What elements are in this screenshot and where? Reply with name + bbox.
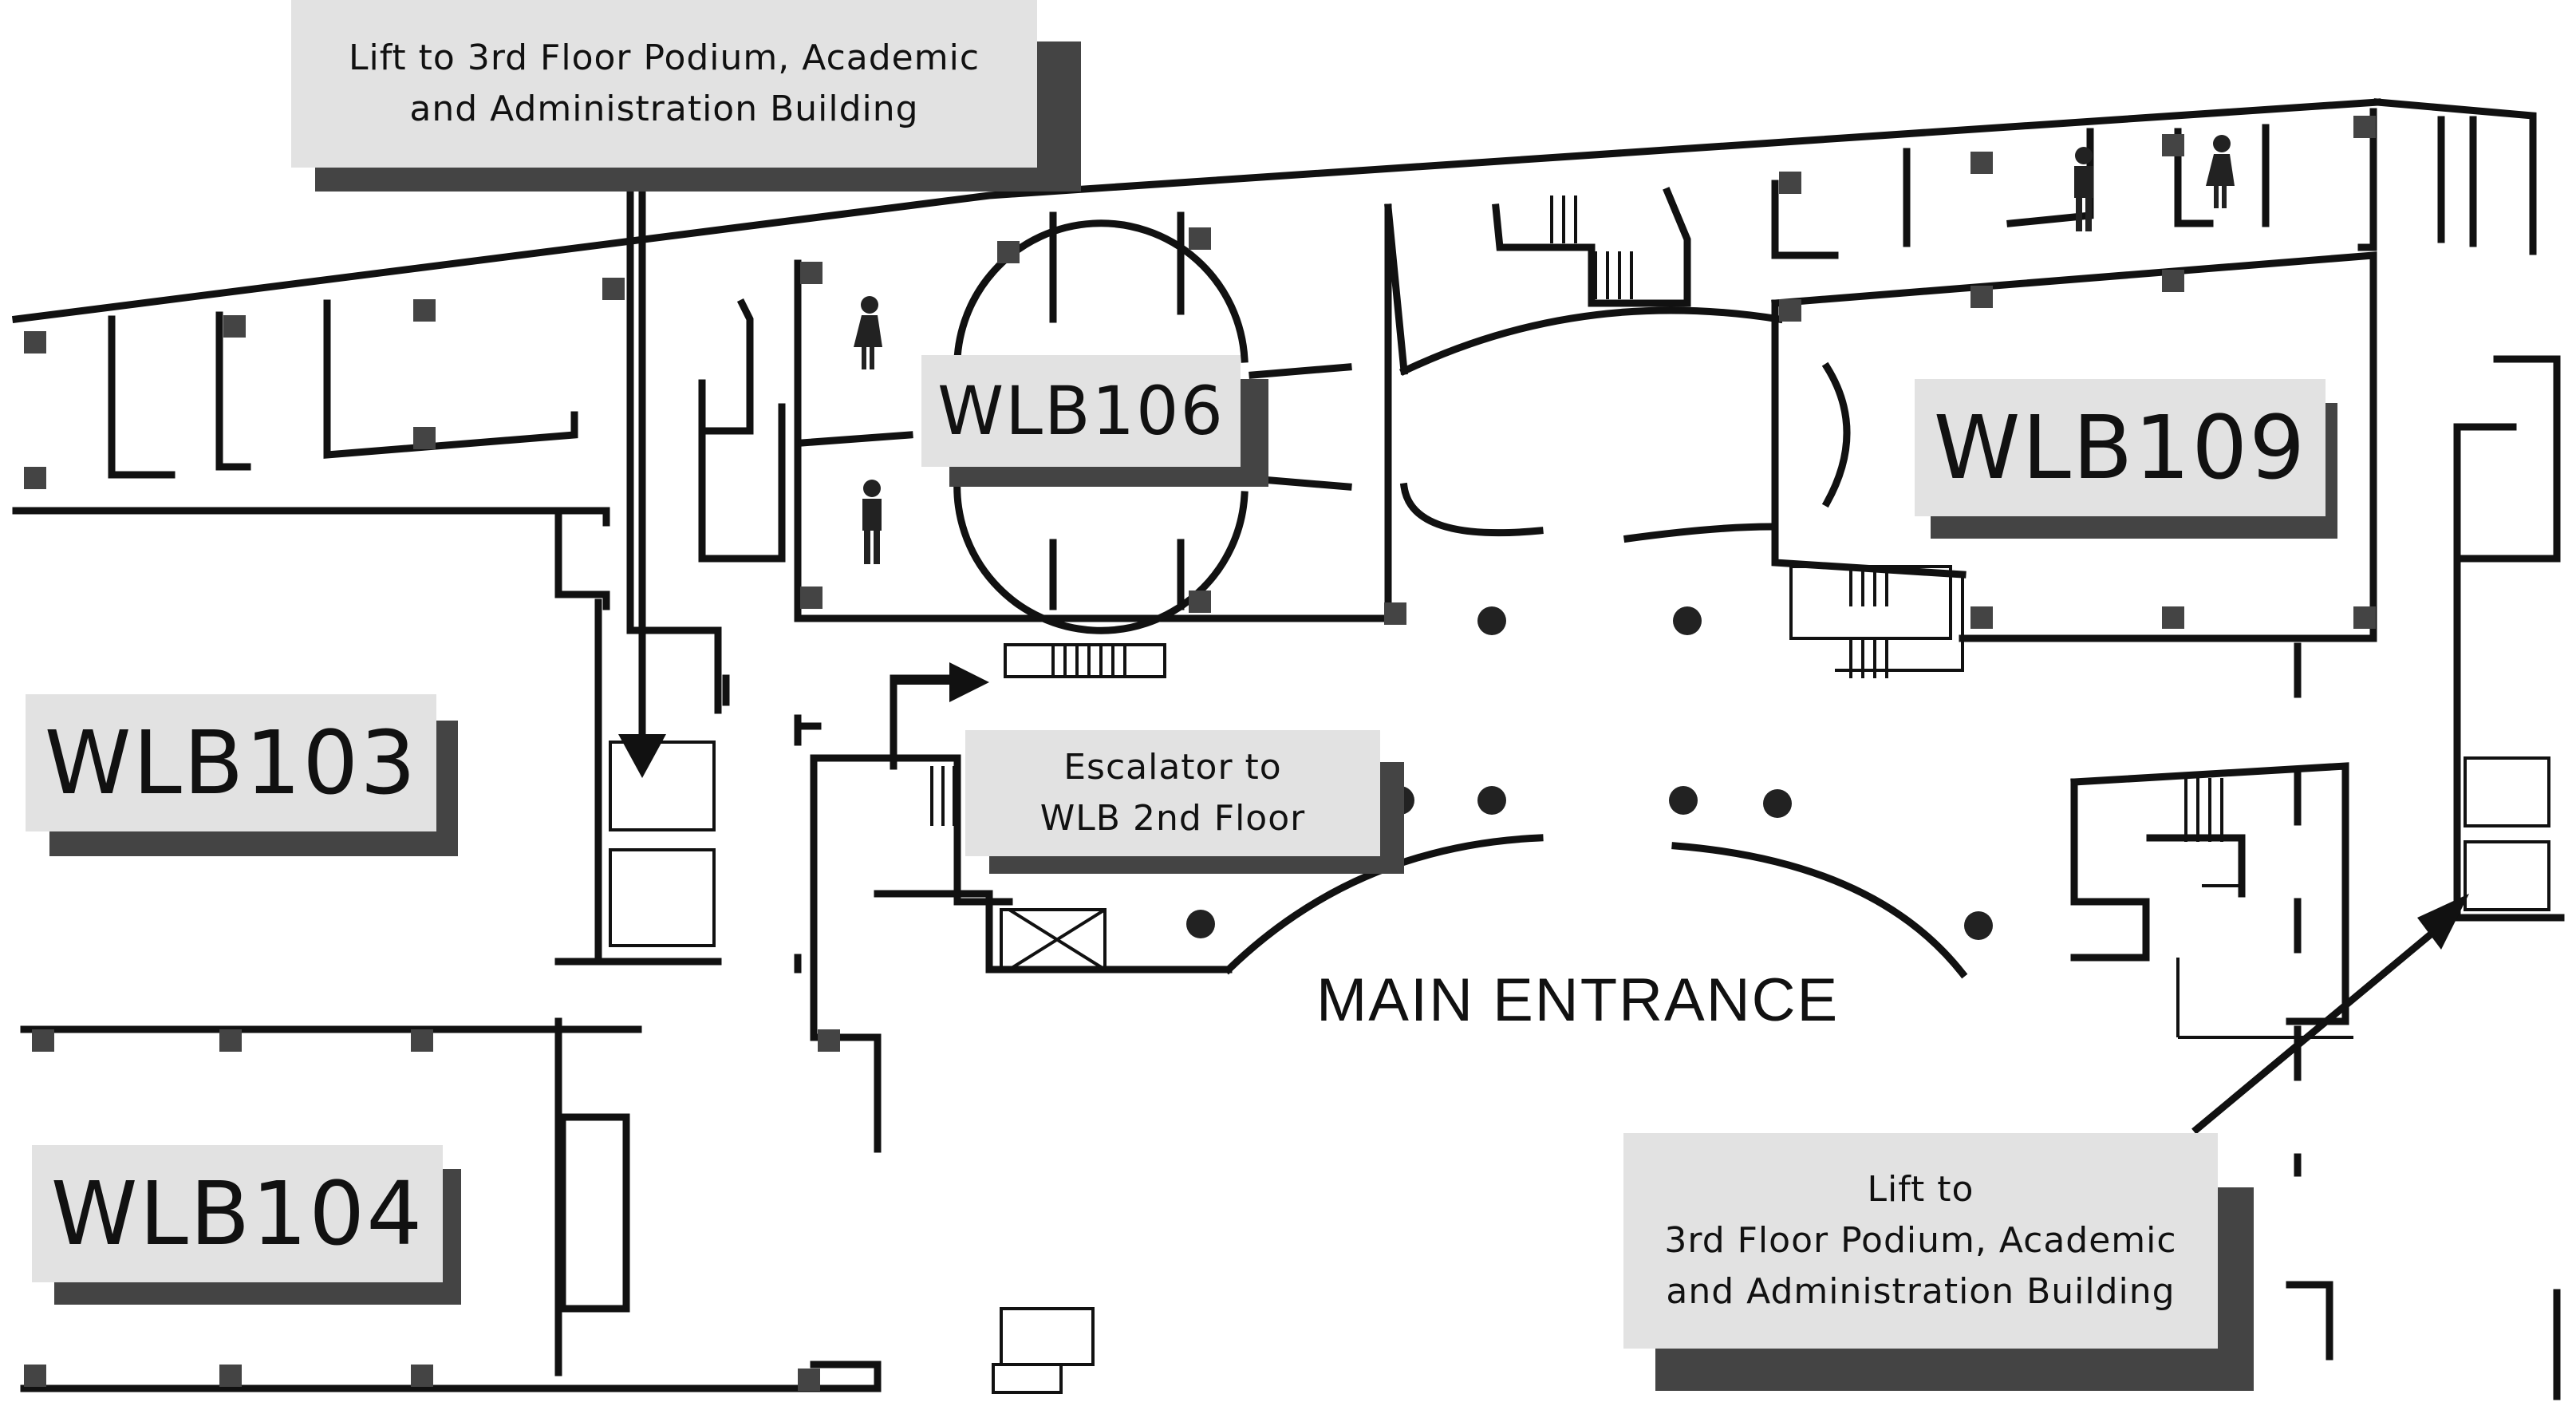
room-label-wlb103: WLB103 xyxy=(26,694,436,831)
female-toilet-icon xyxy=(854,135,2235,369)
room-label-wlb109: WLB109 xyxy=(1915,379,2326,516)
lift-note-top: Lift to 3rd Floor Podium, Academic and A… xyxy=(291,0,1037,168)
stairs-icon xyxy=(930,196,2242,971)
columns xyxy=(24,116,2376,1391)
arrow-icon xyxy=(618,184,2469,1135)
room-label-wlb104: WLB104 xyxy=(32,1145,443,1282)
room-label-wlb106: WLB106 xyxy=(921,355,1241,467)
lift-note-bottom: Lift to 3rd Floor Podium, Academic and A… xyxy=(1623,1133,2218,1349)
main-entrance-label: MAIN ENTRANCE xyxy=(1316,966,1840,1034)
escalator-note: Escalator to WLB 2nd Floor xyxy=(965,730,1380,856)
walls xyxy=(11,98,2565,1400)
male-toilet-icon xyxy=(862,147,2093,564)
